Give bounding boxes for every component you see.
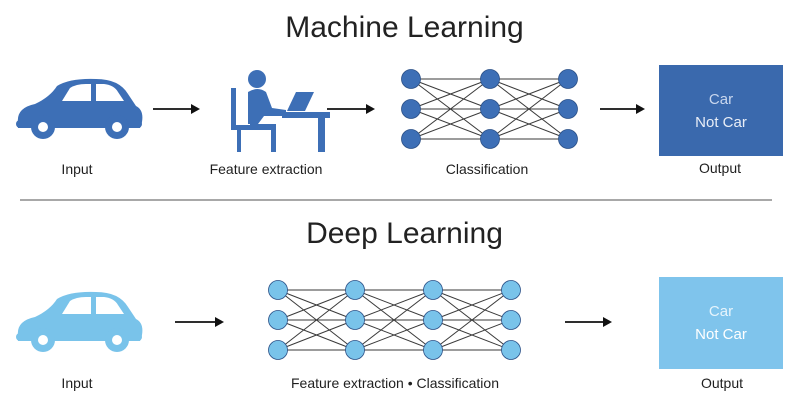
ml-output-option-car: Car <box>708 90 734 108</box>
network-connection <box>354 289 434 321</box>
network-node <box>345 310 365 330</box>
network-node <box>423 340 443 360</box>
network-node <box>501 280 521 300</box>
network-connection <box>354 289 434 351</box>
network-node <box>401 129 421 149</box>
machine-learning-title: Machine Learning <box>285 11 524 44</box>
network-node <box>345 340 365 360</box>
network-connection <box>277 289 356 321</box>
network-connection <box>277 289 356 351</box>
arrow-icon <box>600 104 645 114</box>
person-at-desk-icon <box>231 70 330 152</box>
network-connection <box>410 78 491 110</box>
network-connection <box>489 108 569 140</box>
arrow-icon <box>175 317 224 327</box>
network-connection <box>489 78 569 140</box>
dl-output-option-car: Car <box>708 303 734 320</box>
arrow-icon <box>153 104 200 114</box>
network-node <box>401 69 421 89</box>
ml-classification-label: Classification <box>445 161 529 177</box>
dl-output-label: Output <box>700 375 744 391</box>
ml-output-label: Output <box>698 160 742 176</box>
network-node <box>345 280 365 300</box>
network-node <box>423 280 443 300</box>
network-node <box>558 99 578 119</box>
network-node <box>501 310 521 330</box>
network-node <box>268 310 288 330</box>
deep-learning-title: Deep Learning <box>306 217 503 250</box>
ml-input-label: Input <box>61 161 93 177</box>
arrow-icon <box>565 317 612 327</box>
network-connection <box>432 289 512 321</box>
network-node <box>558 69 578 89</box>
ml-output-box: Car Not Car <box>659 65 783 156</box>
dl-feature-classification-label: Feature extraction • Classification <box>291 375 499 391</box>
network-node <box>268 340 288 360</box>
network-node <box>501 340 521 360</box>
car-window-icon <box>38 297 124 345</box>
dl-input-label: Input <box>61 375 93 391</box>
network-connection <box>277 319 356 351</box>
network-node <box>423 310 443 330</box>
network-node <box>268 280 288 300</box>
network-connection <box>432 289 512 351</box>
dl-output-option-not-car: Not Car <box>695 326 747 343</box>
dl-output-box: Car Not Car <box>659 277 783 369</box>
network-connection <box>354 319 434 351</box>
network-node <box>558 129 578 149</box>
network-node <box>480 69 500 89</box>
car-window-icon <box>38 84 124 132</box>
arrow-icon <box>327 104 375 114</box>
network-connection <box>410 108 491 140</box>
network-node <box>480 99 500 119</box>
network-connection <box>410 78 491 140</box>
ml-feature-extraction-label: Feature extraction <box>209 161 323 177</box>
dl-neural-network-icon <box>268 280 521 360</box>
ml-output-option-not-car: Not Car <box>695 113 747 131</box>
network-node <box>401 99 421 119</box>
network-connection <box>489 78 569 110</box>
network-connection <box>432 319 512 351</box>
ml-neural-network-icon <box>401 69 578 149</box>
network-node <box>480 129 500 149</box>
section-divider <box>20 199 772 201</box>
